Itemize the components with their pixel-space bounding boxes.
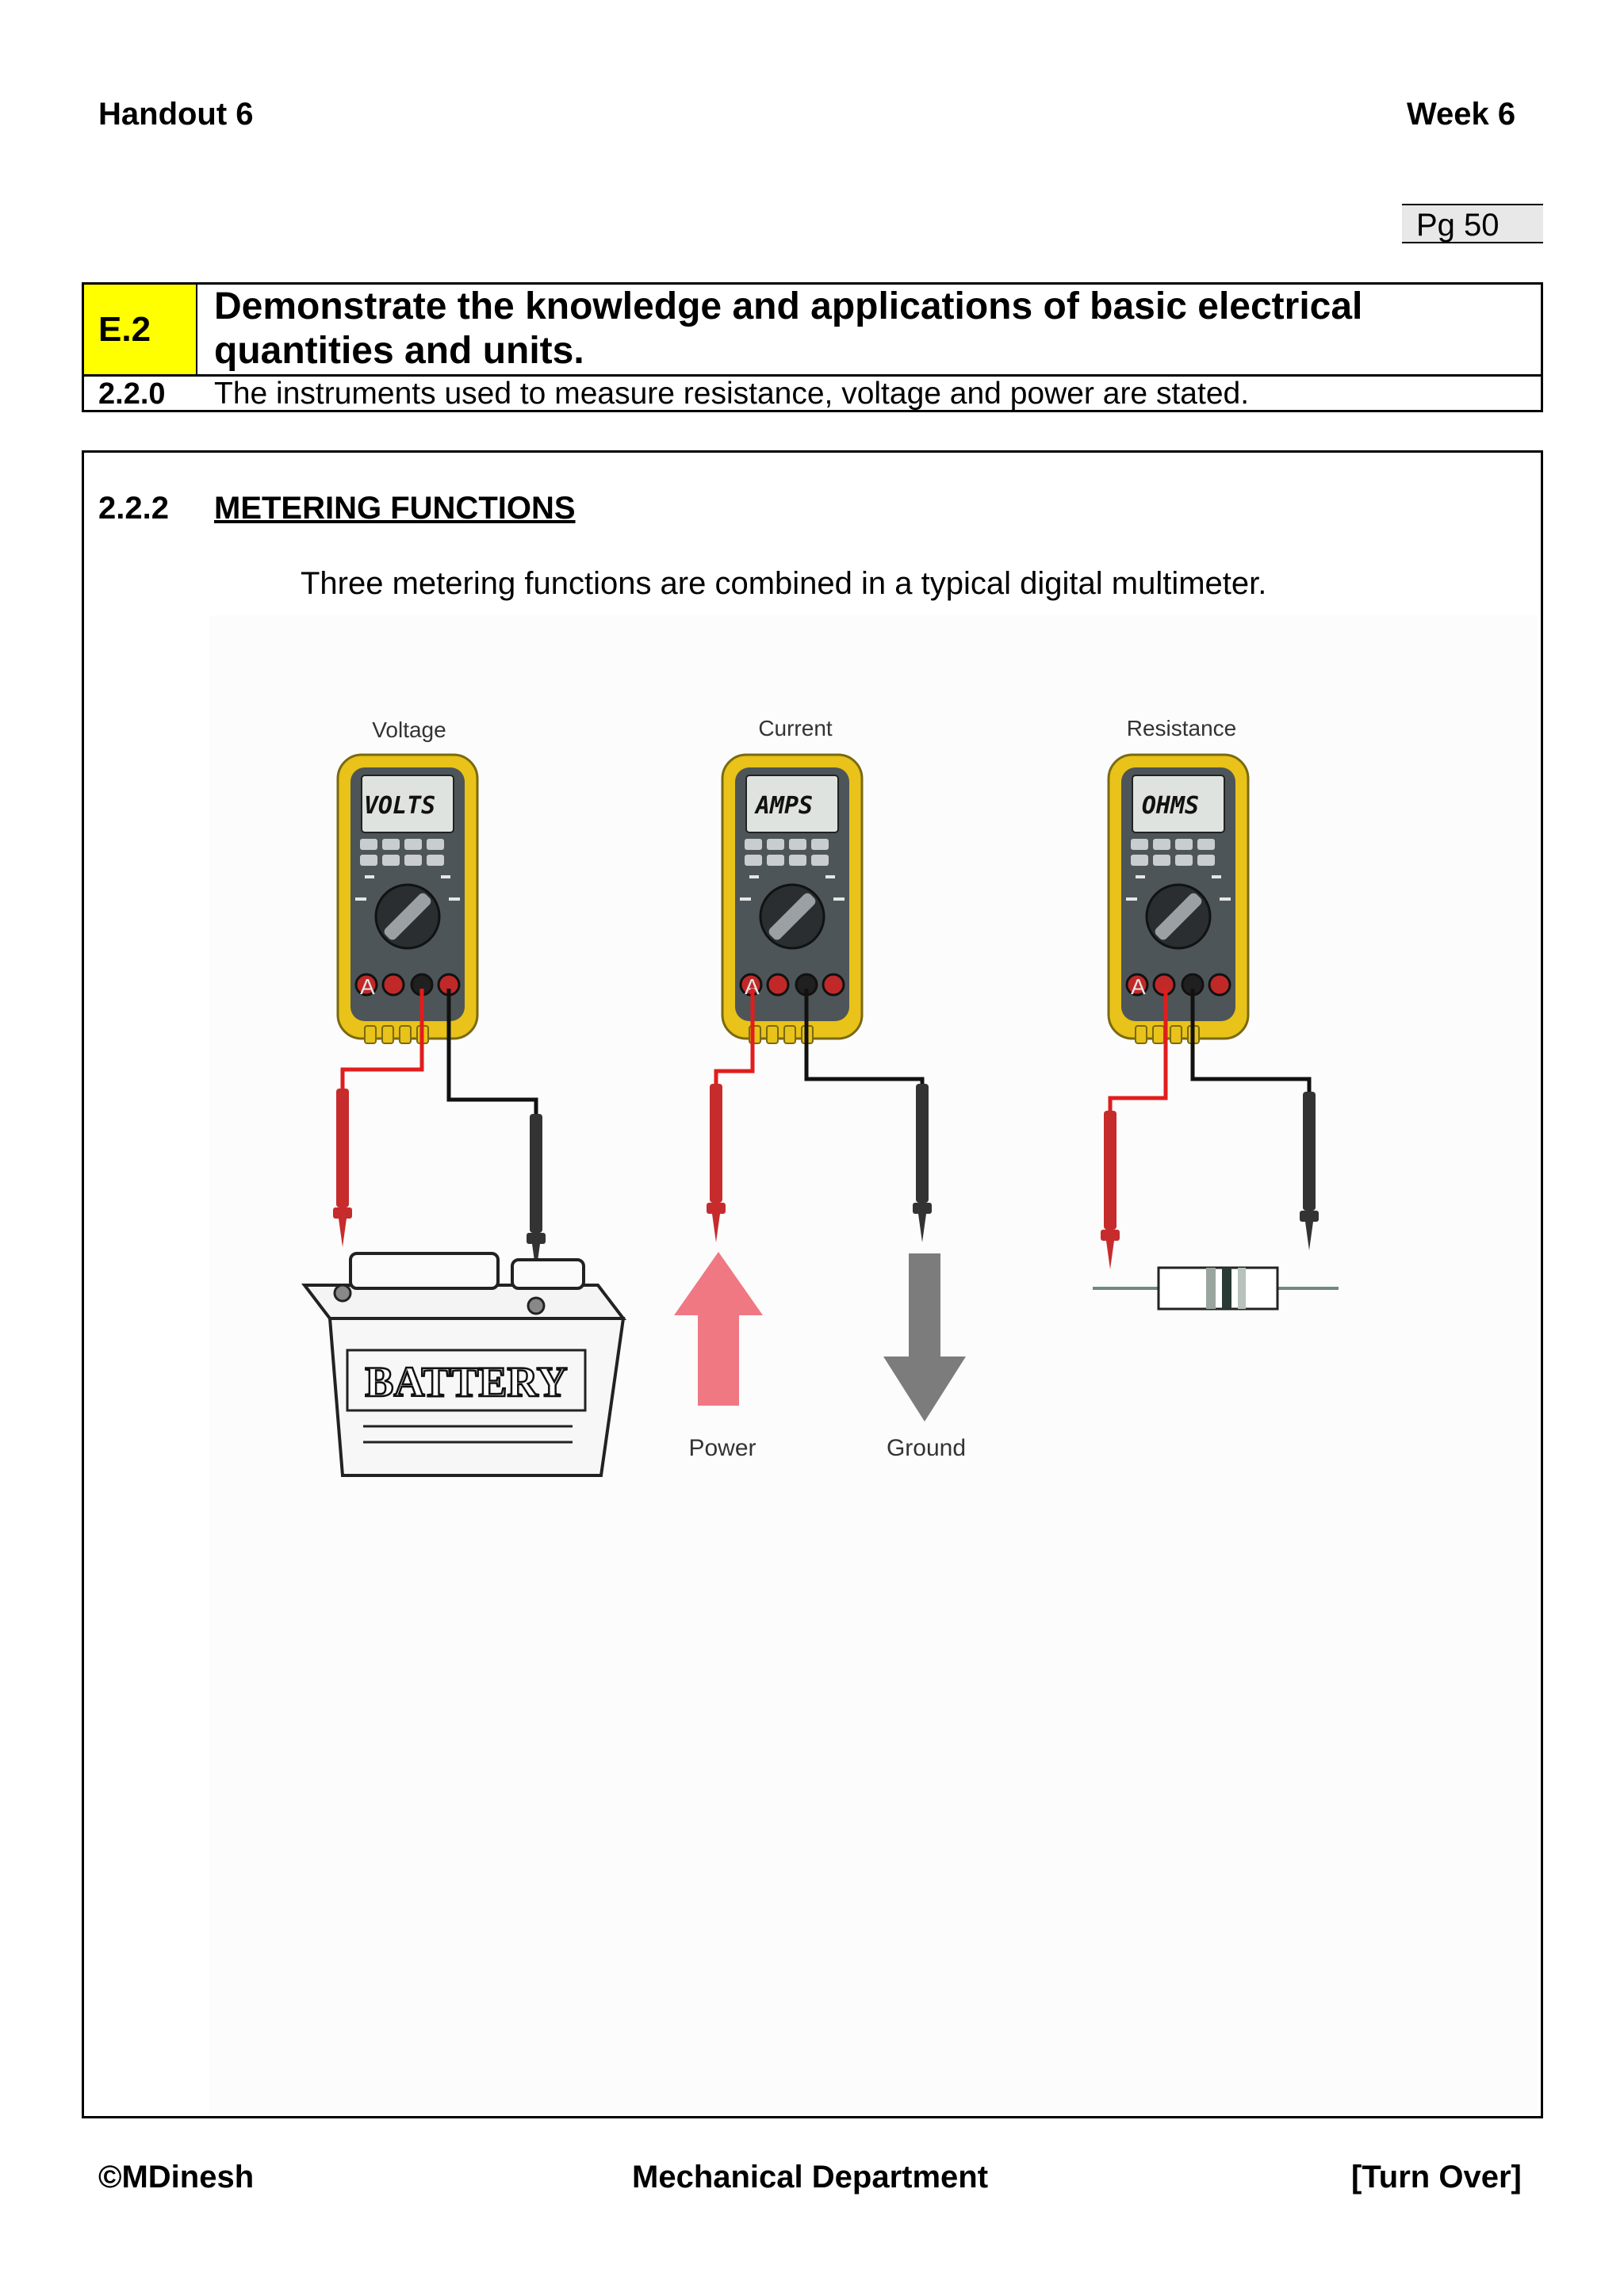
terminal-a-label: A [1131,974,1146,999]
outcome-title: Demonstrate the knowledge and applicatio… [214,285,1363,372]
multimeter-figure: Voltage Current Resistance VOLTS A AMPS … [301,716,1339,1477]
red-probe [1101,1111,1120,1269]
power-arrow [674,1252,763,1406]
power-label: Power [688,1435,756,1461]
terminal-a-label: A [360,974,375,999]
week-label: Week 6 [1407,97,1516,132]
terminal-a-label: A [745,974,760,999]
black-probe [1300,1092,1319,1250]
red-lead [340,989,424,1095]
page-number: Pg 50 [1402,204,1543,243]
sub-outcome-statement: The instruments used to measure resistan… [214,377,1250,411]
red-probe [707,1084,726,1242]
current-multimeter: AMPS A [721,753,864,1045]
footer-turn-over: [Turn Over] [1351,2160,1522,2195]
ground-label: Ground [887,1435,966,1461]
voltage-label: Voltage [372,718,446,742]
handout-label: Handout 6 [98,97,254,132]
red-lead [714,989,755,1087]
section-title: METERING FUNCTIONS [214,491,576,526]
black-lead [1190,989,1312,1095]
red-lead [1108,989,1168,1114]
footer-copyright: ©MDinesh [98,2160,255,2195]
section-code: 2.2.2 [98,491,169,526]
outcome-code: E.2 [84,285,197,374]
voltage-multimeter: VOLTS A [336,753,479,1045]
content-box: 2.2.2 METERING FUNCTIONS Three metering … [82,450,1543,2118]
red-probe [333,1089,352,1247]
black-probe [527,1114,546,1272]
current-label: Current [758,716,833,740]
ground-arrow [883,1253,966,1422]
section-intro: Three metering functions are combined in… [301,566,1267,601]
resistance-label: Resistance [1127,716,1237,740]
black-lead [446,989,538,1119]
battery-text: BATTERY [365,1358,567,1406]
table-divider [84,374,1541,377]
battery: BATTERY [301,1252,627,1477]
outcome-table: E.2 Demonstrate the knowledge and applic… [82,282,1543,412]
resistor [1093,1266,1339,1311]
resistance-display: OHMS [1142,792,1199,820]
footer-department: Mechanical Department [632,2160,989,2195]
current-display: AMPS [754,792,813,820]
resistance-multimeter: OHMS A [1107,753,1250,1045]
black-probe [913,1084,932,1242]
sub-outcome-code: 2.2.0 [98,377,166,411]
voltage-display: VOLTS [364,792,435,820]
